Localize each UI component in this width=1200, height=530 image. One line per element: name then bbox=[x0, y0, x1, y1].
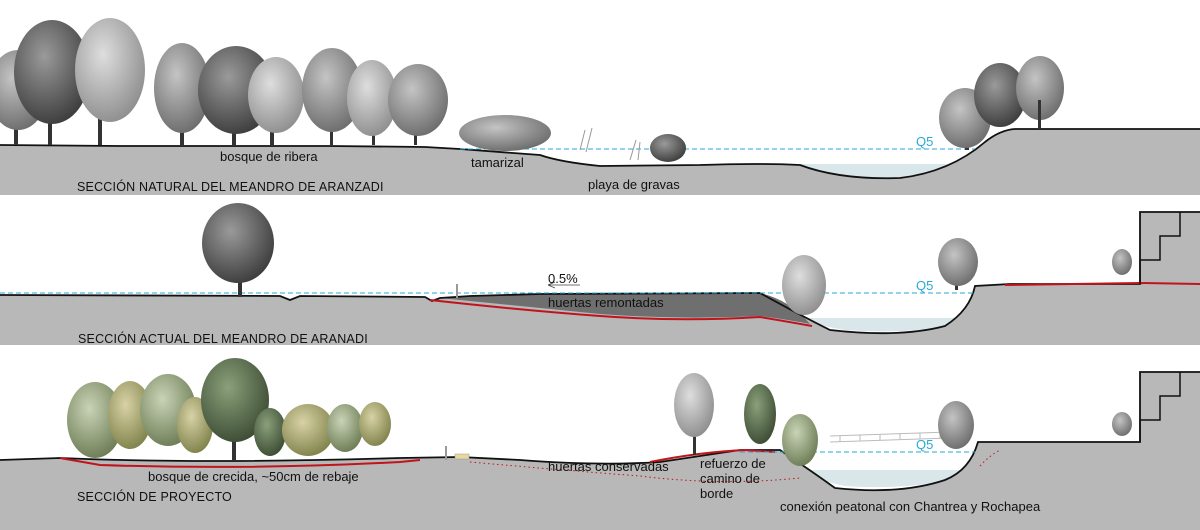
building bbox=[1139, 372, 1181, 442]
bench bbox=[454, 453, 470, 460]
tamarisk-shrubs bbox=[459, 115, 686, 162]
section-natural: bosque de ribera tamarizal playa de grav… bbox=[0, 18, 1200, 195]
section-current: 0.5% huertas remontadas Q5 SECCIÓN ACTUA… bbox=[0, 203, 1200, 346]
label-pedestrian-connection: conexión peatonal con Chantrea y Rochape… bbox=[780, 499, 1041, 514]
old-terrain-dotted bbox=[469, 449, 1001, 483]
river-water bbox=[800, 318, 972, 332]
flood-forest-lowering-line bbox=[59, 457, 421, 468]
original-terrain-line bbox=[429, 299, 813, 327]
section-title: SECCIÓN ACTUAL DEL MEANDRO DE ARANADI bbox=[78, 331, 368, 346]
label-reinforcement-3: borde bbox=[700, 486, 733, 501]
trees bbox=[202, 203, 1132, 315]
label-flood-forest: bosque de crecida, ~50cm de rebaje bbox=[148, 469, 359, 484]
section-title: SECCIÓN NATURAL DEL MEANDRO DE ARANZADI bbox=[77, 179, 384, 194]
label-conserved-orchards: huertas conservadas bbox=[548, 459, 669, 474]
label-reinforcement-2: camino de bbox=[700, 471, 760, 486]
label-q5: Q5 bbox=[916, 278, 933, 293]
raised-orchards bbox=[440, 293, 810, 324]
ground-line bbox=[0, 128, 1200, 180]
slope-arrow bbox=[547, 281, 580, 289]
riparian-forest bbox=[0, 18, 448, 145]
bank-trees bbox=[674, 373, 1132, 466]
footbridge bbox=[829, 431, 951, 443]
label-raised-orchards: huertas remontadas bbox=[548, 295, 664, 310]
ground-profile bbox=[0, 372, 1200, 530]
label-riparian-forest: bosque de ribera bbox=[220, 149, 318, 164]
label-slope: 0.5% bbox=[548, 271, 578, 286]
building bbox=[1139, 212, 1181, 284]
ground-profile bbox=[0, 212, 1200, 345]
section-title: SECCIÓN DE PROYECTO bbox=[77, 489, 232, 504]
flood-forest-trees bbox=[67, 358, 391, 460]
label-tamarisk: tamarizal bbox=[471, 155, 524, 170]
label-q5: Q5 bbox=[916, 437, 933, 452]
label-gravel-beach: playa de gravas bbox=[588, 177, 680, 192]
section-project: bosque de crecida, ~50cm de rebaje huert… bbox=[0, 358, 1200, 530]
river-water bbox=[800, 470, 972, 488]
label-reinforcement-1: refuerzo de bbox=[700, 456, 766, 471]
path-reinforcement-line bbox=[649, 448, 776, 463]
label-q5: Q5 bbox=[916, 134, 933, 149]
ground-line bbox=[0, 211, 1200, 335]
right-bank-trees bbox=[939, 56, 1064, 150]
